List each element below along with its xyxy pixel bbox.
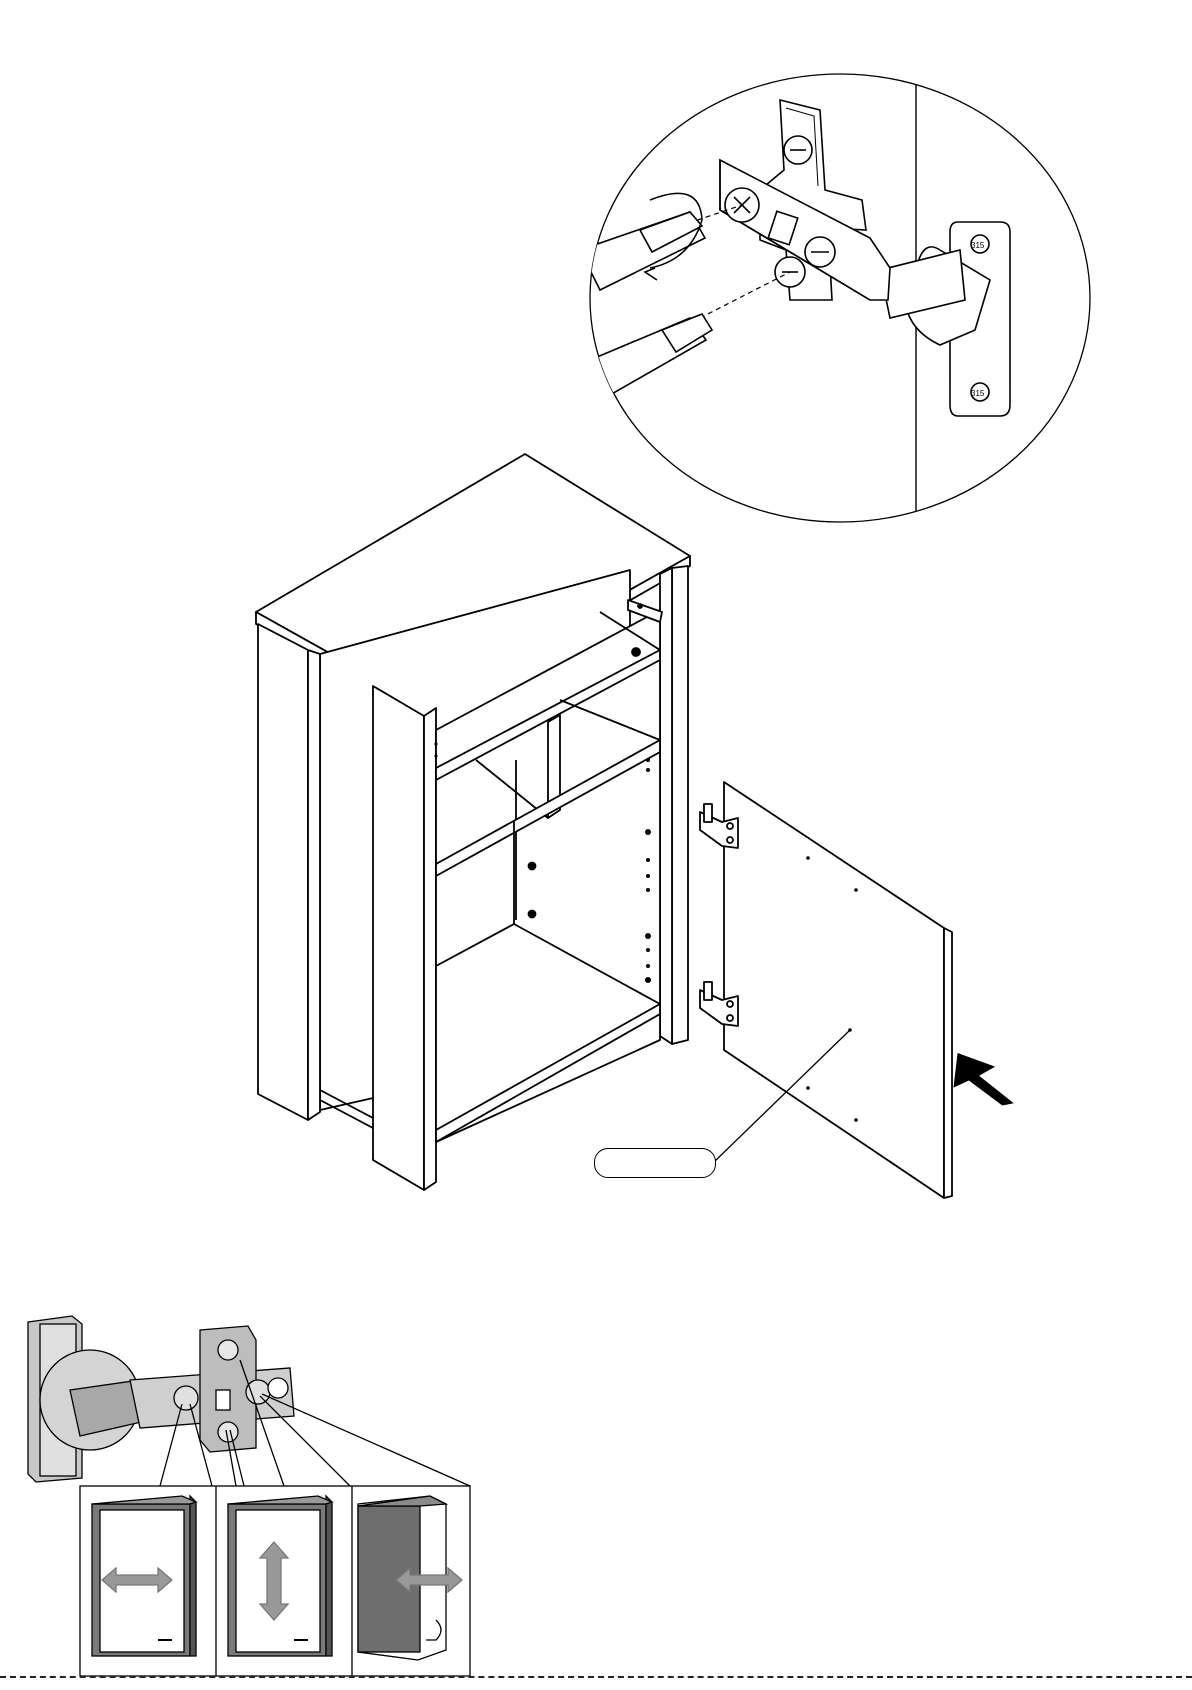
part-callout-label xyxy=(594,1148,716,1178)
push-arrow-icon xyxy=(946,1053,1023,1109)
hinge-detail-zoom: 315 315 xyxy=(580,60,1090,540)
hinge-adjustment-diagram xyxy=(28,1316,470,1676)
adjust-panel-side xyxy=(92,1496,196,1656)
screw-mark-top: 315 xyxy=(971,241,985,250)
screw-mark-bottom: 315 xyxy=(971,389,985,398)
cabinet-door xyxy=(700,782,952,1198)
adjust-panel-height xyxy=(228,1496,332,1656)
adjust-panel-depth xyxy=(358,1496,462,1660)
cabinet xyxy=(256,454,690,1190)
page-bottom-rule xyxy=(0,1676,1192,1678)
